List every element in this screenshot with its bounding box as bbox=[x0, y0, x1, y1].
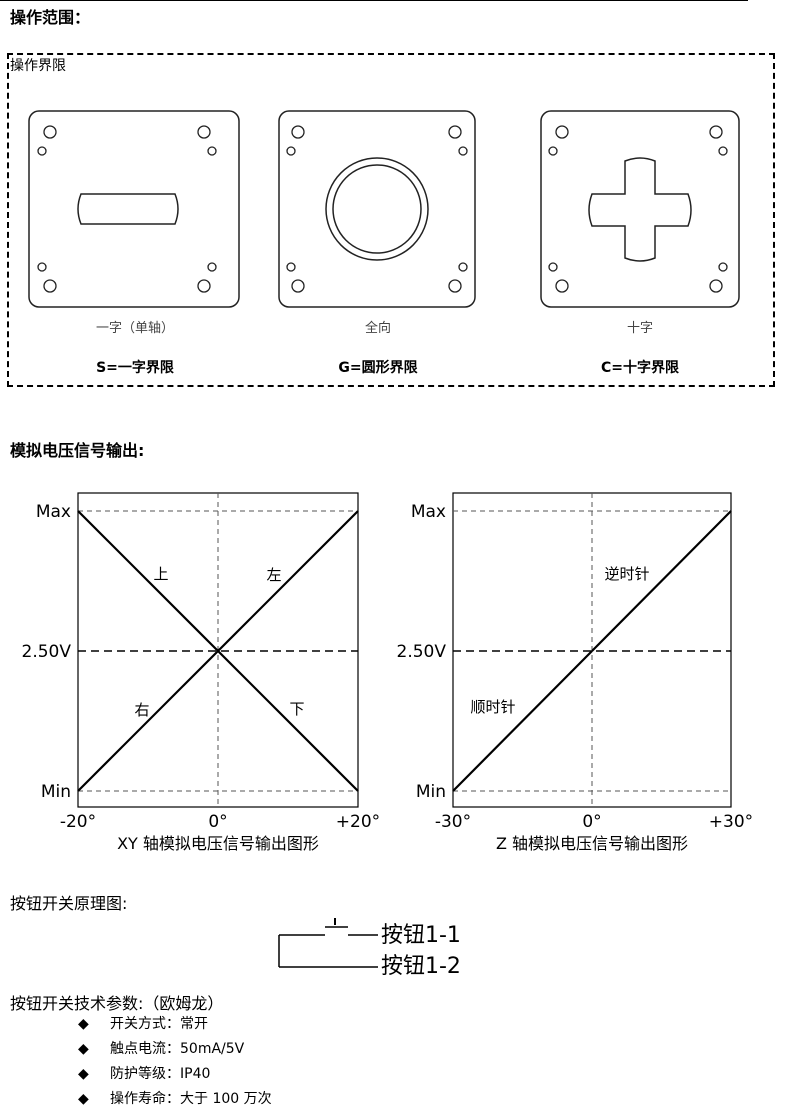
x-tick-label: -30° bbox=[435, 812, 471, 832]
y-tick-label: 2.50V bbox=[22, 642, 72, 662]
diamond-bullet-icon: ◆ bbox=[78, 1091, 89, 1107]
y-tick-label: Max bbox=[36, 502, 71, 522]
series-line bbox=[591, 510, 732, 652]
x-tick-label: +20° bbox=[336, 812, 380, 832]
terminal-1-label: 按钮1-1 bbox=[381, 923, 461, 948]
spec-text: 操作寿命：大于 100 万次 bbox=[110, 1091, 272, 1107]
switch-schematic-title: 按钮开关原理图: bbox=[10, 894, 128, 913]
series-line bbox=[77, 510, 219, 652]
chart-title: XY 轴模拟电压信号输出图形 bbox=[117, 834, 319, 853]
diamond-bullet-icon: ◆ bbox=[78, 1041, 89, 1057]
slot-limit-label: S=一字界限 bbox=[96, 360, 174, 376]
series-label: 上 bbox=[153, 565, 168, 583]
y-tick-label: Max bbox=[411, 502, 446, 522]
y-tick-label: Min bbox=[41, 782, 71, 802]
x-tick-label: +30° bbox=[709, 812, 753, 832]
series-label: 右 bbox=[134, 701, 149, 719]
list-item: ◆ 开关方式：常开 bbox=[78, 1012, 272, 1037]
series-label: 下 bbox=[289, 700, 304, 718]
switch-specs-list: ◆ 开关方式：常开 ◆ 触点电流：50mA/5V ◆ 防护等级：IP40 ◆ 操作寿命：… bbox=[78, 1012, 272, 1112]
x-tick-label: 0° bbox=[208, 812, 227, 832]
list-item: ◆ 防护等级：IP40 bbox=[78, 1062, 272, 1087]
cross-limit-plate-icon bbox=[540, 110, 740, 308]
x-tick-label: -20° bbox=[60, 812, 96, 832]
circular-limit-caption: 全向 bbox=[364, 321, 391, 336]
series-line bbox=[217, 510, 359, 652]
x-tick-label: 0° bbox=[582, 812, 601, 832]
push-button-switch-icon bbox=[278, 918, 378, 968]
z-axis-chart: 顺时针 逆时针 Min 2.50V Max -30° 0° +30° Z 轴模拟电压信号输出图形 bbox=[397, 492, 753, 853]
analog-output-title: 模拟电压信号输出: bbox=[10, 441, 145, 460]
slot-limit-caption: 一字（单轴） bbox=[95, 321, 174, 336]
xy-axis-chart: 上 左右 下 Min 2.50V Max -20° 0° +20° XY 轴模拟电压信号输出图形 bbox=[22, 492, 380, 853]
list-item: ◆ 操作寿命：大于 100 万次 bbox=[78, 1087, 272, 1112]
spec-text: 触点电流：50mA/5V bbox=[110, 1041, 245, 1057]
terminal-2-label: 按钮1-2 bbox=[381, 954, 461, 979]
slot-limit-plate-icon bbox=[28, 110, 240, 308]
chart-title: Z 轴模拟电压信号输出图形 bbox=[496, 834, 688, 853]
circular-limit-label: G=圆形界限 bbox=[338, 360, 418, 376]
series-line bbox=[452, 650, 593, 792]
top-rule bbox=[0, 0, 748, 1]
series-label: 左 bbox=[266, 566, 281, 584]
operation-limits-frame bbox=[7, 53, 775, 387]
cross-limit-label: C=十字界限 bbox=[600, 360, 679, 376]
switch-specs-title: 按钮开关技术参数:（欧姆龙） bbox=[10, 994, 224, 1013]
spec-text: 防护等级：IP40 bbox=[110, 1066, 211, 1082]
list-item: ◆ 触点电流：50mA/5V bbox=[78, 1037, 272, 1062]
cross-limit-caption: 十字 bbox=[626, 321, 653, 336]
operation-limits-label: 操作界限 bbox=[10, 58, 66, 74]
diamond-bullet-icon: ◆ bbox=[78, 1016, 89, 1032]
series-line bbox=[77, 650, 219, 792]
series-line bbox=[217, 650, 359, 792]
series-label: 顺时针 bbox=[470, 698, 515, 716]
spec-text: 开关方式：常开 bbox=[110, 1016, 208, 1032]
circular-limit-plate-icon bbox=[278, 110, 476, 308]
y-tick-label: 2.50V bbox=[397, 642, 447, 662]
y-tick-label: Min bbox=[416, 782, 446, 802]
diamond-bullet-icon: ◆ bbox=[78, 1066, 89, 1082]
operation-range-title: 操作范围： bbox=[10, 8, 91, 27]
series-label: 逆时针 bbox=[604, 565, 649, 583]
